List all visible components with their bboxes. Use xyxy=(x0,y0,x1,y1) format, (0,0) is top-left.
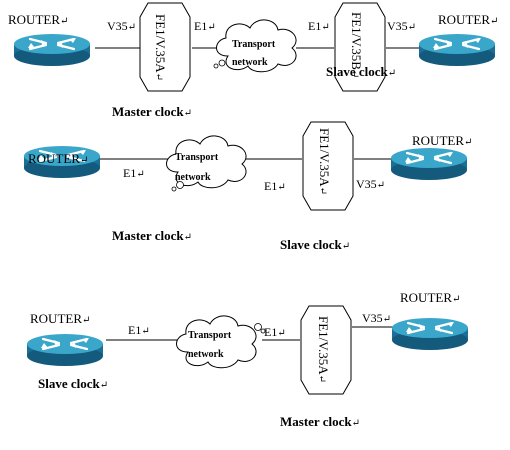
master-clock-label: Master clock↵ xyxy=(112,228,192,243)
row-3: ROUTER↵ ROUTER↵ E1↵ E1↵ V35↵ Transport n… xyxy=(25,290,470,429)
v35-label: V35↵ xyxy=(107,19,136,33)
e1-label: E1↵ xyxy=(308,19,330,33)
transport-label: Transport xyxy=(175,152,219,163)
e1-label: E1↵ xyxy=(264,325,286,339)
v35-label: V35↵ xyxy=(362,311,391,325)
transport-label: network xyxy=(188,349,224,360)
transport-label: Transport xyxy=(232,39,276,50)
master-clock-label: Master clock↵ xyxy=(280,414,360,429)
converter-label: FE1/V.35A↵ xyxy=(316,316,331,383)
router-label: ROUTER↵ xyxy=(412,133,472,148)
router-icon xyxy=(25,332,105,368)
e1-label: E1↵ xyxy=(123,166,145,180)
converter-label: FE1/V.35A↵ xyxy=(153,14,168,81)
slave-clock-label: Slave clock↵ xyxy=(280,237,350,252)
router-icon xyxy=(417,32,497,68)
row-2: ROUTER↵ ROUTER↵ E1↵ E1↵ V35↵ Transport n… xyxy=(22,121,472,252)
router-label: ROUTER↵ xyxy=(28,151,88,166)
router-icon xyxy=(390,316,470,352)
converter-label: FE1/V.35B↵ xyxy=(349,12,364,78)
v35-label: V35↵ xyxy=(387,19,416,33)
router-icon xyxy=(12,32,92,68)
row-1: ROUTER↵ ROUTER↵ V35↵ E1↵ E1↵ V35↵ Transp… xyxy=(8,2,498,119)
slave-clock-label: Slave clock↵ xyxy=(38,376,108,391)
router-label: ROUTER↵ xyxy=(8,12,68,27)
router-icon xyxy=(389,146,469,182)
e1-label: E1↵ xyxy=(128,323,150,337)
e1-label: E1↵ xyxy=(264,179,286,193)
transport-label: network xyxy=(175,172,211,183)
transport-label: Transport xyxy=(188,330,232,341)
master-clock-label: Master clock↵ xyxy=(112,104,192,119)
router-label: ROUTER↵ xyxy=(400,290,460,305)
converter-label: FE1/V.35A↵ xyxy=(317,128,332,195)
router-label: ROUTER↵ xyxy=(438,12,498,27)
transport-label: network xyxy=(232,57,268,68)
router-label: ROUTER↵ xyxy=(30,311,90,326)
e1-label: E1↵ xyxy=(194,19,216,33)
slave-clock-label: Slave clock↵ xyxy=(326,64,396,79)
cloud-bubble-icon xyxy=(171,59,266,334)
v35-label: V35↵ xyxy=(356,177,385,191)
